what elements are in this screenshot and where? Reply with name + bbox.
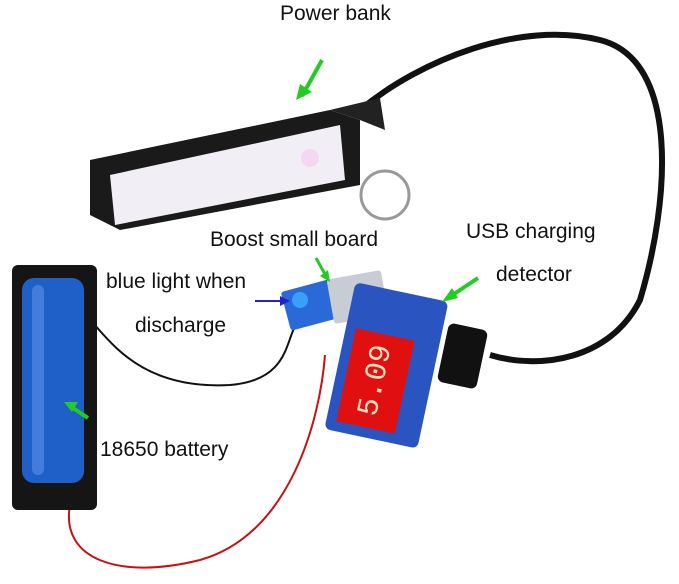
label-usb-detector-2: detector	[496, 263, 572, 286]
usb-charging-detector: 5.09	[325, 283, 488, 448]
green-arrow-icon	[64, 402, 90, 420]
label-usb-detector-1: USB charging	[466, 220, 596, 243]
label-battery: 18650 battery	[100, 438, 229, 461]
red-wire	[67, 354, 326, 569]
label-blue-light-1: blue light when	[106, 270, 247, 293]
black-wire	[89, 319, 299, 387]
label-blue-light-2: discharge	[135, 314, 227, 337]
green-arrow-icon	[296, 59, 324, 100]
green-arrow-icon	[442, 276, 480, 302]
green-arrow-icon	[314, 257, 330, 282]
label-power-bank: Power bank	[280, 2, 391, 25]
power-bank	[90, 98, 411, 230]
blue-arrow-icon	[255, 296, 290, 306]
battery-holder	[12, 265, 97, 510]
label-boost-board: Boost small board	[210, 228, 379, 251]
usb-cable	[358, 31, 666, 365]
